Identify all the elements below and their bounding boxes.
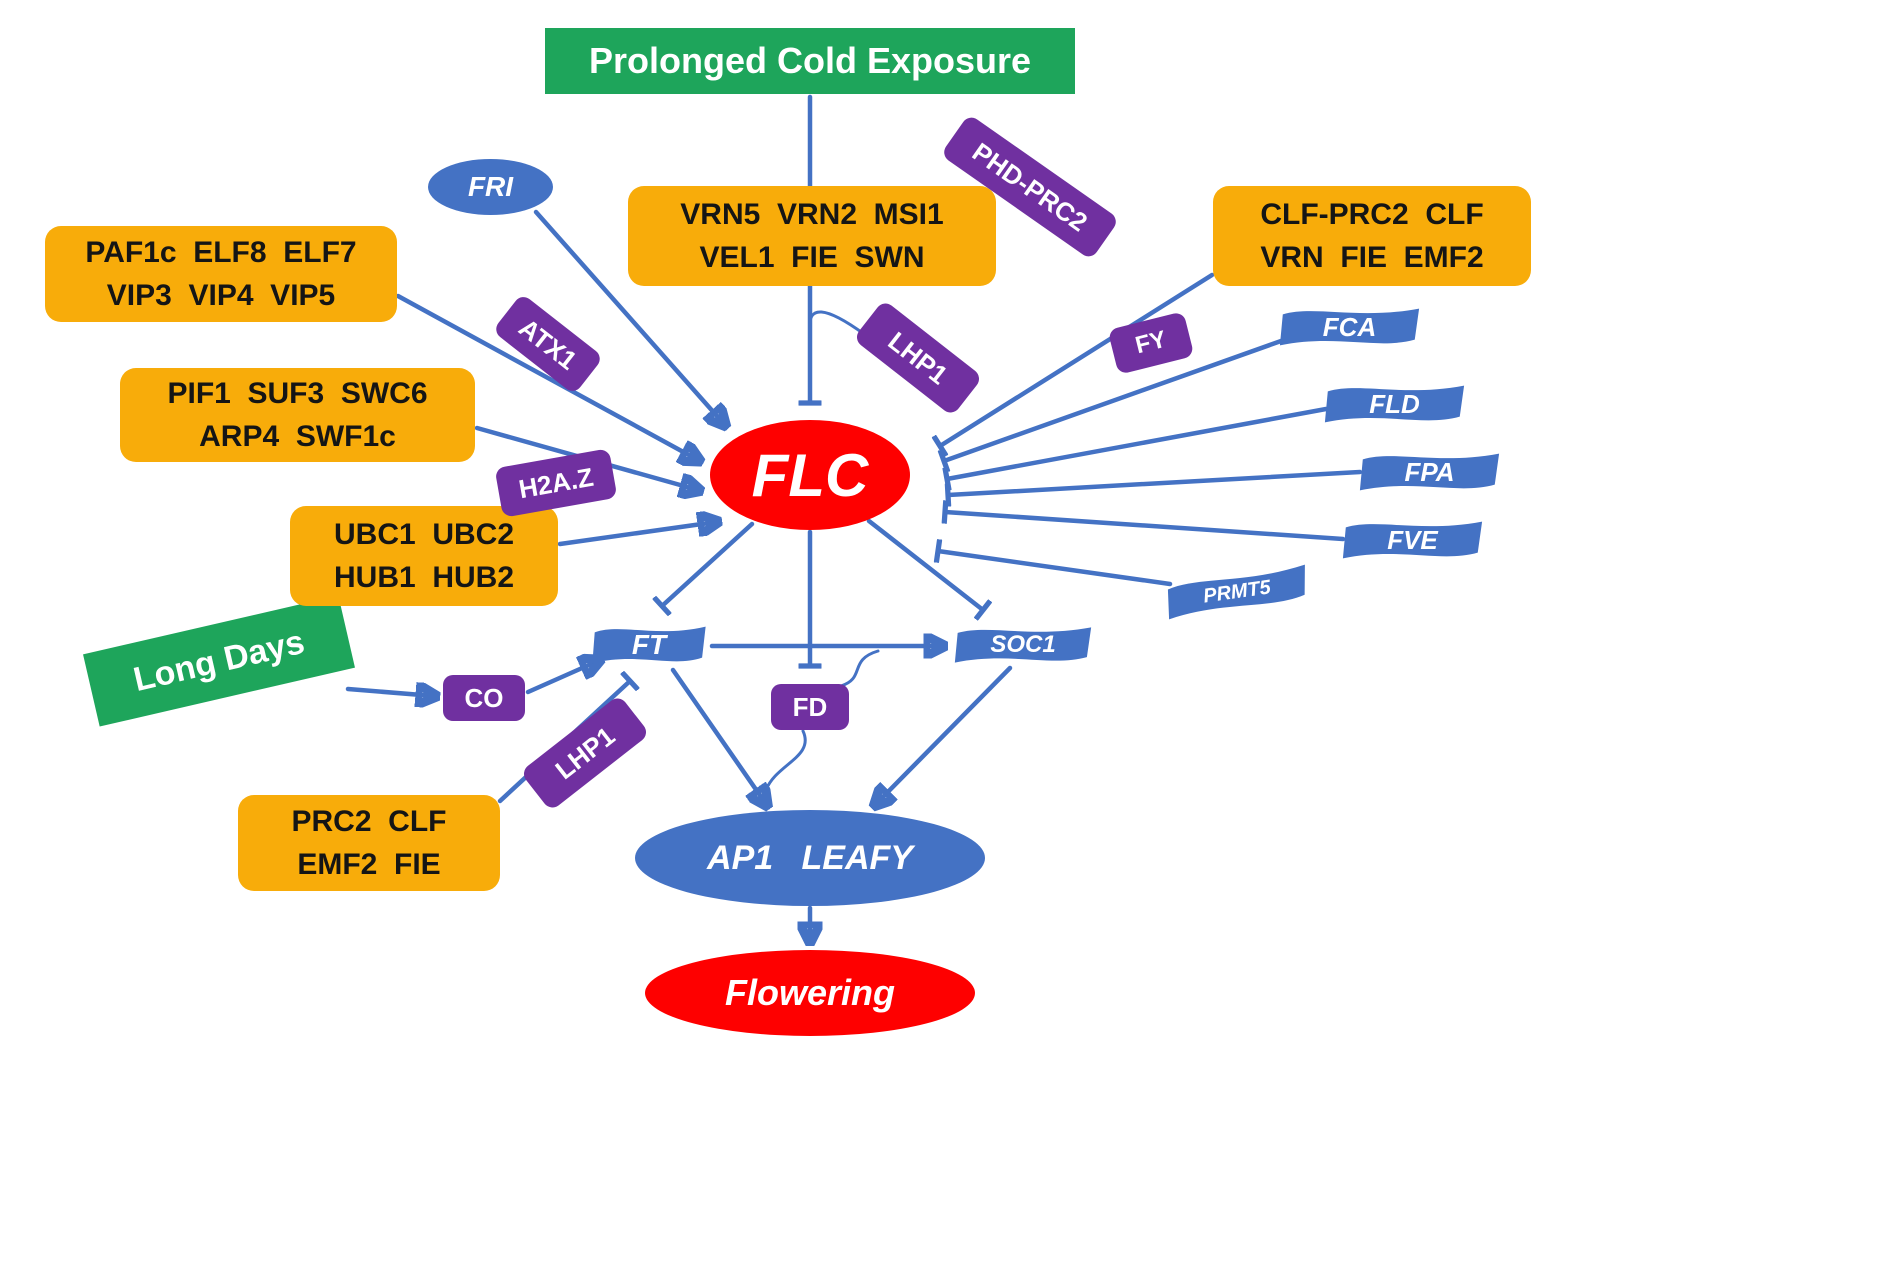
node-fy-label: FY — [1132, 325, 1170, 360]
edge-flc-represses-ft — [662, 521, 755, 606]
edge-paf1c-activates-flc — [395, 293, 698, 460]
node-paf1c-complex: PAF1c ELF8 ELF7 VIP3 VIP4 VIP5 — [45, 226, 397, 322]
node-prmt5: PRMT5 — [1161, 560, 1314, 624]
wave-banner-shape — [592, 626, 706, 664]
node-fri-label: FRI — [467, 171, 514, 202]
edge-fld-represses-flc — [947, 406, 1329, 479]
node-fld-label: FLD — [1369, 388, 1420, 419]
node-fca: FCA — [1277, 304, 1422, 350]
node-fpa-label: FPA — [1404, 456, 1455, 487]
node-vrn-complex-line2: VEL1 FIE SWN — [699, 241, 925, 274]
edge-flc-represses-soc1 — [866, 518, 983, 610]
node-ft: FT — [590, 622, 708, 668]
edge-lhp1-connector — [808, 310, 866, 336]
node-prc2-line2: EMF2 FIE — [297, 848, 441, 881]
edge-fca-represses-flc — [944, 338, 1284, 461]
node-ubc-line2: HUB1 HUB2 — [333, 561, 515, 594]
node-ft-label: FT — [631, 629, 667, 660]
node-soc1-label: SOC1 — [990, 631, 1056, 658]
node-co-label: CO — [464, 682, 504, 713]
edge-longdays-activates-co — [345, 689, 434, 696]
edge-ft-activates-ap1 — [670, 667, 766, 804]
node-co: CO — [443, 675, 525, 721]
node-prc2-line1: PRC2 CLF — [291, 804, 447, 838]
wave-banner-shape — [954, 627, 1092, 663]
node-ap1-leafy: AP1 LEAFY — [635, 810, 985, 906]
node-prolonged-cold-exposure-label: Prolonged Cold Exposure — [588, 40, 1032, 81]
node-flowering: Flowering — [645, 950, 975, 1036]
node-clf-prc2-line2: VRN FIE EMF2 — [1260, 241, 1484, 274]
node-clf-prc2-line1: CLF-PRC2 CLF — [1260, 197, 1484, 231]
node-prc2-complex: PRC2 CLF EMF2 FIE — [238, 795, 500, 891]
edge-fpa-represses-flc — [948, 469, 1363, 495]
node-fri: FRI — [428, 159, 553, 215]
node-fpa: FPA — [1357, 449, 1502, 495]
edge-soc1-activates-ap1 — [876, 665, 1013, 804]
node-soc1: SOC1 — [952, 623, 1094, 667]
edge-fri-activates-flc — [533, 209, 724, 424]
node-fd-label: FD — [792, 691, 828, 722]
edge-prmt5-represses-flc — [938, 551, 1173, 587]
node-ubc-hub-complex: UBC1 UBC2 HUB1 HUB2 — [290, 506, 558, 606]
node-flowering-label: Flowering — [725, 972, 895, 1013]
edge-clfprc2-represses-flc — [940, 272, 1215, 446]
wave-banner-shape — [1167, 564, 1305, 620]
edge-co-activates-ft — [525, 661, 598, 695]
edge-fd-connector-top — [839, 649, 880, 688]
node-fve-label: FVE — [1387, 524, 1438, 555]
node-flc: FLC — [710, 420, 910, 530]
node-prolonged-cold-exposure: Prolonged Cold Exposure — [545, 28, 1075, 94]
edge-fve-represses-flc — [945, 512, 1346, 542]
wave-banner-shape — [1359, 453, 1500, 491]
node-fld: FLD — [1322, 381, 1467, 427]
node-ubc-line1: UBC1 UBC2 — [333, 517, 515, 551]
node-fd: FD — [771, 684, 849, 730]
wave-banner-shape — [1342, 521, 1483, 559]
wave-banner-shape — [1279, 308, 1420, 346]
node-pif1-line1: PIF1 SUF3 SWC6 — [167, 376, 428, 410]
edge-fd-connector-bottom — [764, 729, 807, 792]
node-pif1-complex: PIF1 SUF3 SWC6 ARP4 SWF1c — [120, 368, 475, 462]
node-pif1-line2: ARP4 SWF1c — [199, 420, 396, 453]
node-h2az-label: H2A.Z — [516, 461, 596, 504]
node-fve: FVE — [1340, 517, 1485, 563]
node-paf1c-line1: PAF1c ELF8 ELF7 — [85, 235, 357, 269]
edge-ubc-activates-flc — [557, 522, 716, 547]
node-flc-label: FLC — [751, 441, 869, 509]
node-vrn-complex: VRN5 VRN2 MSI1 VEL1 FIE SWN — [628, 186, 996, 286]
node-paf1c-line2: VIP3 VIP4 VIP5 — [106, 279, 336, 312]
wave-banner-shape — [1324, 385, 1465, 423]
node-ap1-leafy-label: AP1 LEAFY — [707, 838, 913, 877]
node-clf-prc2-complex: CLF-PRC2 CLF VRN FIE EMF2 — [1213, 186, 1531, 286]
node-vrn-complex-line1: VRN5 VRN2 MSI1 — [680, 197, 944, 231]
node-fca-label: FCA — [1322, 311, 1377, 342]
